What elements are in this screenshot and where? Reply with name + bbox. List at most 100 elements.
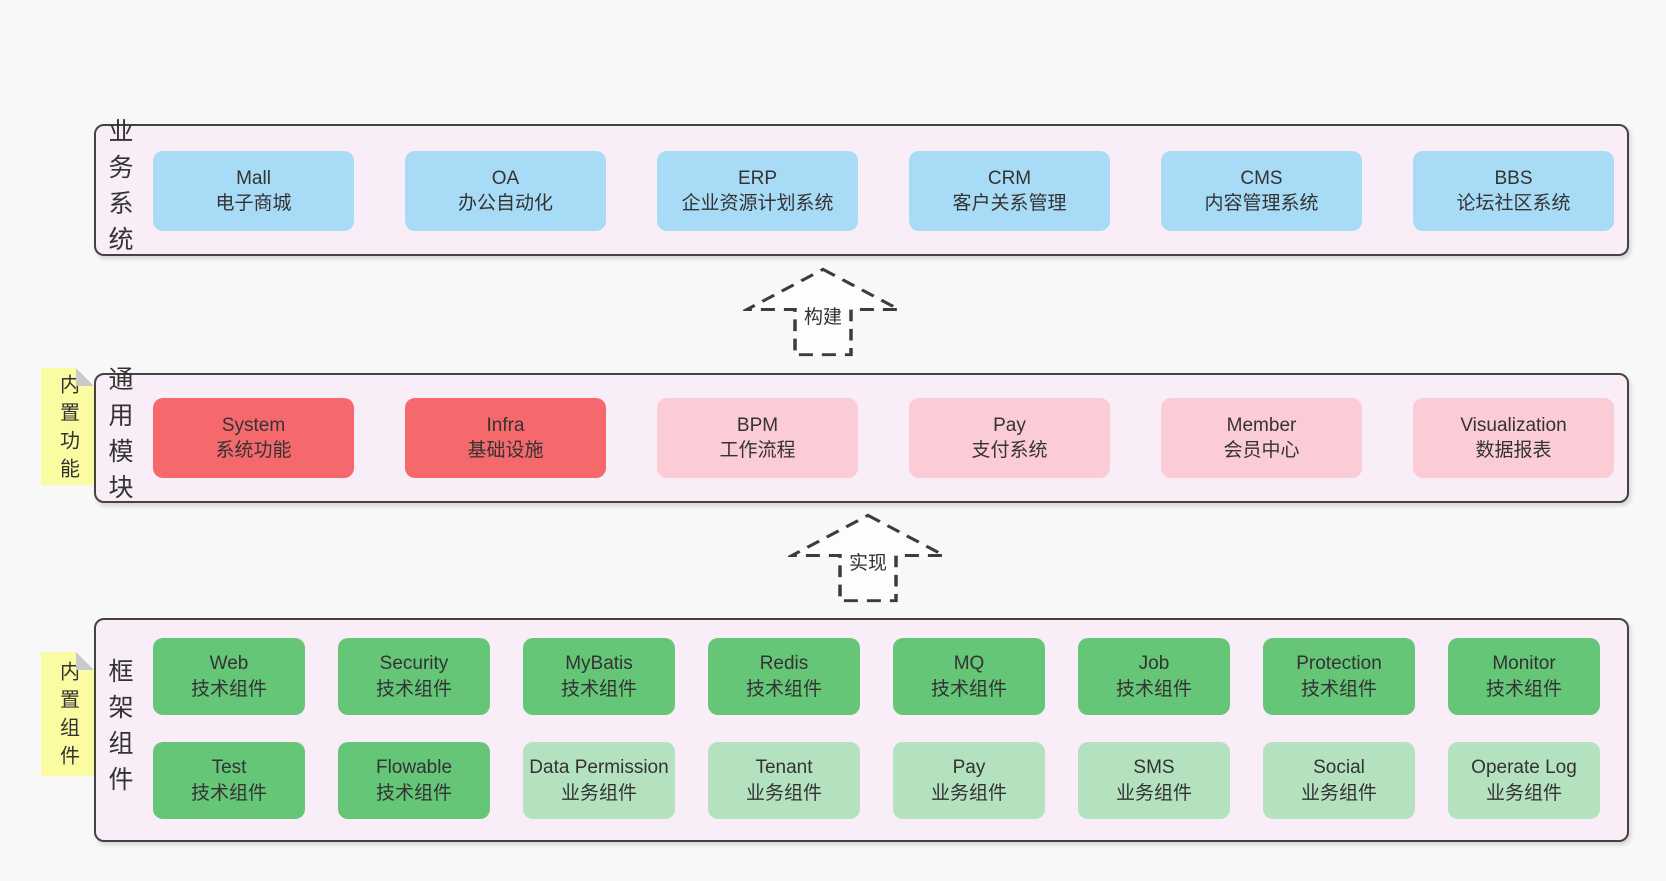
box-title: OA [491,167,520,189]
box-title: Pay [952,757,986,779]
box-title: Protection [1296,653,1382,675]
box-redis: Redis 技术组件 [708,638,860,715]
layer-label-framework-components: 框架组件 [105,658,133,802]
box-subtitle: 技术组件 [375,782,452,804]
box-title: CRM [987,167,1032,189]
box-subtitle: 工作流程 [719,440,796,461]
box-title: MyBatis [565,653,633,675]
box-oa: OA 办公自动化 [405,151,606,231]
box-subtitle: 技术组件 [190,678,267,700]
box-subtitle: 业务组件 [1115,782,1192,804]
box-subtitle: 办公自动化 [457,193,553,214]
sticky-note-label: 内置组件 [56,661,79,773]
box-protection: Protection 技术组件 [1263,638,1415,715]
box-subtitle: 技术组件 [375,678,452,700]
box-subtitle: 电子商城 [215,193,292,214]
box-title: MQ [953,653,985,675]
box-title: System [221,414,286,436]
box-subtitle: 内容管理系统 [1204,193,1319,214]
box-title: ERP [737,167,778,189]
sticky-note-built-in-components: 内置组件 [41,652,94,776]
box-sms: SMS 业务组件 [1078,742,1230,819]
box-crm: CRM 客户关系管理 [909,151,1110,231]
box-title: Job [1138,653,1170,675]
box-subtitle: 系统功能 [215,440,292,461]
box-job: Job 技术组件 [1078,638,1230,715]
box-title: Infra [486,414,525,436]
layer-label-business-systems: 业务系统 [105,118,133,262]
box-subtitle: 业务组件 [930,782,1007,804]
box-pay: Pay 业务组件 [893,742,1045,819]
box-title: Web [209,653,249,675]
box-security: Security 技术组件 [338,638,490,715]
box-title: Data Permission [529,757,669,779]
box-title: Mall [236,167,271,189]
box-grid: Mall 电子商城 OA 办公自动化 ERP 企业资源计划系统 CRM 客户关系管理 CMS 内容… [96,126,1627,231]
box-pay: Pay 支付系统 [909,398,1110,478]
box-subtitle: 业务组件 [1300,782,1377,804]
box-title: BBS [1494,167,1533,189]
box-subtitle: 企业资源计划系统 [681,193,834,214]
box-erp: ERP 企业资源计划系统 [657,151,858,231]
folded-corner-icon [76,368,94,386]
layer-label-common-modules: 通用模块 [105,366,133,510]
box-subtitle: 数据报表 [1475,440,1552,461]
box-row: System 系统功能 Infra 基础设施 BPM 工作流程 Pay 支付系统 Member 会… [96,398,1627,478]
box-subtitle: 支付系统 [971,440,1048,461]
box-bbs: BBS 论坛社区系统 [1413,151,1614,231]
layer-business-systems: 业务系统 Mall 电子商城 OA 办公自动化 ERP 企业资源计划系统 CRM 客户关系管理… [94,118,1629,262]
box-title: Security [379,653,449,675]
box-social: Social 业务组件 [1263,742,1415,819]
box-web: Web 技术组件 [153,638,305,715]
box-subtitle: 技术组件 [1300,678,1377,700]
box-subtitle: 客户关系管理 [952,193,1067,214]
box-title: Flowable [375,757,453,779]
box-title: Social [1313,757,1365,779]
box-subtitle: 基础设施 [467,440,544,461]
box-title: CMS [1240,167,1283,189]
box-mall: Mall 电子商城 [153,151,354,231]
box-row: Mall 电子商城 OA 办公自动化 ERP 企业资源计划系统 CRM 客户关系管理 CMS 内容… [96,151,1627,231]
box-title: BPM [736,414,779,436]
box-visualization: Visualization 数据报表 [1413,398,1614,478]
box-mybatis: MyBatis 技术组件 [523,638,675,715]
build-arrow-label: 构建 [800,300,846,330]
box-subtitle: 技术组件 [745,678,822,700]
box-bpm: BPM 工作流程 [657,398,858,478]
box-title: Monitor [1492,653,1556,675]
box-title: Redis [759,653,809,675]
box-title: Test [211,757,247,779]
sticky-note-built-in-features: 内置功能 [41,368,94,485]
box-subtitle: 会员中心 [1223,440,1300,461]
box-title: Pay [993,414,1026,436]
box-subtitle: 技术组件 [1115,678,1192,700]
box-system: System 系统功能 [153,398,354,478]
implement-arrow-label: 实现 [845,546,891,576]
box-cms: CMS 内容管理系统 [1161,151,1362,231]
box-title: Member [1226,414,1297,436]
layer-common-modules: 通用模块 System 系统功能 Infra 基础设施 BPM 工作流程 Pay 支付系统 Me… [94,366,1629,510]
build-arrow: 构建 [743,266,903,358]
box-subtitle: 论坛社区系统 [1456,193,1571,214]
box-grid: System 系统功能 Infra 基础设施 BPM 工作流程 Pay 支付系统 Member 会… [96,375,1627,478]
box-subtitle: 业务组件 [745,782,822,804]
box-title: Visualization [1460,414,1567,436]
sticky-note-label: 内置功能 [56,373,79,486]
box-flowable: Flowable 技术组件 [338,742,490,819]
box-subtitle: 业务组件 [1485,782,1562,804]
box-subtitle: 技术组件 [560,678,637,700]
folded-corner-icon [76,652,94,670]
box-member: Member 会员中心 [1161,398,1362,478]
box-title: SMS [1133,757,1175,779]
